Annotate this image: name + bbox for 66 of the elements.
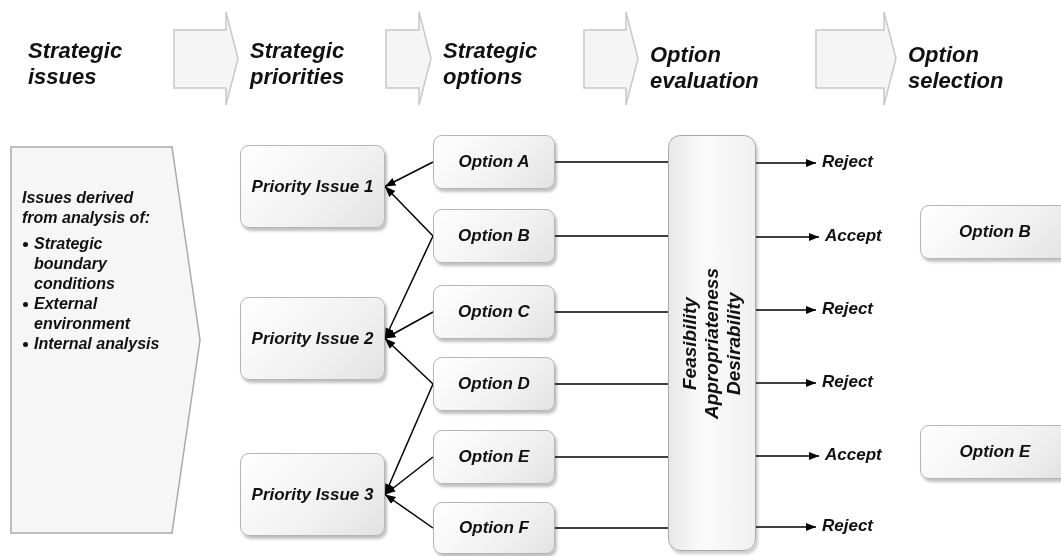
box-label: Option D	[458, 374, 530, 394]
box-label: Priority Issue 1	[251, 176, 374, 197]
process-box	[433, 209, 555, 263]
pentagon-arrow-shape	[10, 146, 202, 534]
process-box	[433, 430, 555, 484]
block-arrow	[173, 11, 239, 106]
connector-line	[554, 456, 669, 458]
bullet-text: Internal analysis	[34, 335, 160, 352]
outcome-label: Accept	[825, 226, 893, 248]
process-box	[240, 297, 385, 380]
outcome-label: Accept	[825, 445, 893, 467]
process-box	[433, 502, 555, 554]
bullet-text: Strategic boundary conditions	[34, 235, 115, 292]
criterion-label: Desirability	[723, 290, 745, 397]
connector-line	[554, 311, 669, 313]
process-box	[920, 425, 1061, 479]
connector-line	[554, 235, 669, 237]
outcome-label: Reject	[822, 152, 882, 174]
box-label: Option B	[959, 222, 1031, 242]
connector-line	[554, 161, 669, 163]
arrow	[384, 235, 434, 340]
box-label: Option B	[458, 226, 530, 246]
box-label: Option E	[458, 447, 530, 467]
arrow	[384, 383, 434, 496]
arrow	[384, 337, 434, 385]
box-label: Option C	[458, 302, 530, 322]
outcome-label: Reject	[822, 516, 882, 538]
box-label: Option A	[458, 152, 530, 172]
box-label: Priority Issue 2	[251, 328, 374, 349]
arrow	[384, 493, 434, 529]
arrow	[755, 522, 817, 532]
arrow	[755, 305, 817, 315]
arrow	[384, 311, 434, 340]
arrow	[755, 232, 820, 242]
column-heading: Strategic issues	[28, 38, 168, 98]
block-arrow	[583, 11, 639, 106]
block-arrow	[815, 11, 897, 106]
outcome-label: Reject	[822, 299, 882, 321]
evaluation-bar	[668, 135, 756, 551]
arrow	[384, 185, 434, 237]
arrow	[755, 378, 817, 388]
arrow	[755, 451, 820, 461]
body-text: Issues derived from analysis of:	[22, 188, 152, 228]
process-box	[433, 285, 555, 339]
arrow	[384, 456, 434, 496]
criterion-label: Appropriateness	[701, 267, 723, 419]
bullet-text: External environment	[34, 295, 130, 332]
box-label: Priority Issue 3	[251, 484, 374, 505]
column-heading: Strategic priorities	[250, 38, 380, 98]
connector-line	[554, 527, 669, 529]
connector-line	[554, 383, 669, 385]
arrow	[384, 161, 434, 188]
block-arrow	[385, 11, 432, 106]
criterion-label: Feasibility	[679, 295, 701, 392]
column-heading: Option selection	[908, 42, 1058, 102]
box-label: Option F	[459, 518, 529, 538]
process-box	[433, 357, 555, 411]
box-label: Option E	[959, 442, 1031, 462]
column-heading: Strategic options	[443, 38, 578, 98]
column-heading: Option evaluation	[650, 42, 810, 102]
process-box	[240, 453, 385, 536]
outcome-label: Reject	[822, 372, 882, 394]
arrow	[755, 158, 817, 168]
process-box	[240, 145, 385, 228]
process-box	[433, 135, 555, 189]
process-box	[920, 205, 1061, 259]
